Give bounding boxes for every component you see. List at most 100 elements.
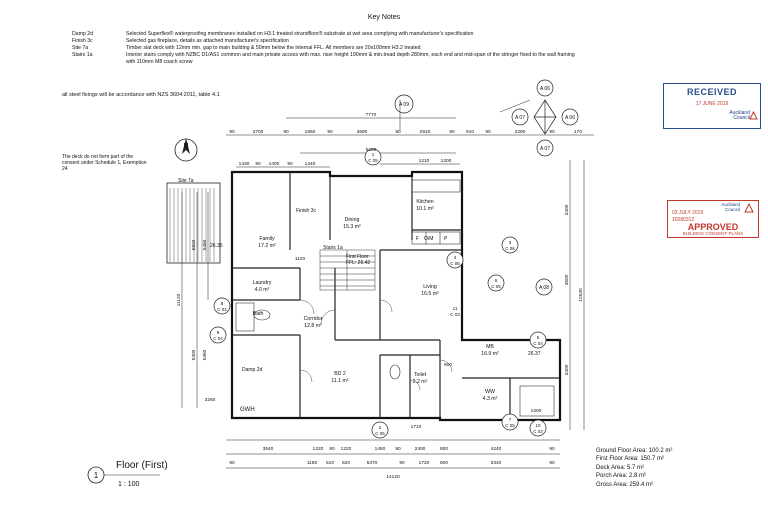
section-8-num: 8 [221, 301, 224, 306]
dim-top-overall-2: 5220 [366, 147, 377, 153]
dim-bot2-7: 600 [440, 460, 448, 466]
room-ww: WW [485, 389, 495, 395]
dim-top-13: 170 [574, 129, 582, 135]
dim-bot1-8: 4240 [491, 446, 502, 452]
tag-stairs: Stairs 1a [323, 245, 343, 251]
dim-top-10: 90 [485, 129, 491, 135]
interior-walls [232, 172, 560, 420]
dim-bot1-5: 90 [395, 446, 401, 452]
dim-top-9: 910 [466, 129, 474, 135]
door-swings [299, 299, 453, 391]
key-note-code: Stairs 1a [72, 52, 93, 58]
room-bath: Bath [253, 311, 264, 317]
dim-top-4: 90 [327, 129, 333, 135]
area-porch: Porch Area: 2.8 m² [596, 473, 647, 480]
deck-slats [166, 182, 221, 264]
dim-bot2-8: 3340 [491, 460, 502, 466]
dim-bot1-1: 1220 [313, 446, 324, 452]
dim-top2-3: 90 [287, 161, 293, 167]
dim-top-5: 3690 [357, 129, 368, 135]
key-note-code: Site 7a [72, 45, 89, 51]
section-6-num: 6 [495, 278, 498, 283]
key-note-text: Selected Superflex® waterproofing membra… [126, 31, 474, 37]
dim-top-12: 90 [549, 129, 555, 135]
exterior-walls [230, 170, 562, 422]
key-note-text: Selected gas fireplace, details as attac… [126, 38, 289, 44]
dim-top2-0: 1430 [239, 161, 250, 167]
section-10-num: 10 [535, 423, 541, 428]
dim-right-2: 3400 [564, 364, 570, 375]
floor-marker-num: 1 [94, 471, 99, 480]
tag-damp: Damp 2d [242, 367, 263, 373]
received-title: RECEIVED [686, 87, 737, 97]
bath-fixtures [235, 302, 555, 417]
approved-council-icon [744, 203, 754, 213]
dim-top-3: 1860 [305, 129, 316, 135]
section-7-num: 7 [509, 417, 512, 422]
dim-bot2-3: 820 [342, 460, 350, 466]
section-4-num: 4 [454, 255, 457, 260]
dim-top3-0: 1210 [419, 158, 430, 164]
area-ground: Ground Floor Area: 100.2 m² [596, 448, 673, 454]
dim-bot1-2: 90 [329, 446, 335, 452]
dim-bot1-9: 90 [549, 446, 555, 452]
marker-a07-bottom: A 07 [540, 146, 550, 152]
key-note-text: Timber slat deck with 12mm min. gap to m… [126, 45, 421, 51]
approved-ref: 10280312 [672, 217, 695, 223]
approved-title: APPROVED [687, 222, 739, 232]
dim-bot1-0: 3540 [263, 446, 274, 452]
dim-bot1-4: 1450 [375, 446, 386, 452]
dim-bot2-2: 510 [326, 460, 334, 466]
section-11-ref: C 03 [450, 312, 460, 317]
section-11-num: 11 [453, 306, 458, 311]
section-1-ref: C 05 [368, 158, 378, 163]
floor-scale: 1 : 100 [118, 481, 140, 488]
council-logo: Auckland Council [729, 110, 750, 121]
tag-first-floor-ffl: FFL: 26.42 [346, 260, 370, 266]
marker-a07-left: A 07 [515, 115, 525, 121]
room-corridor-area: 12.8 m² [304, 323, 322, 329]
section-markers [209, 148, 553, 439]
room-bd2: BD 2 [334, 371, 346, 377]
dim-900: 900 [444, 362, 452, 368]
room-kitchen-area: 10.1 m² [416, 206, 434, 212]
tag-level: 26.35 [210, 243, 223, 249]
key-note-text: Interior stairs comply with NZBC D1/AS1 … [126, 52, 575, 58]
dim-top-8: 90 [449, 129, 455, 135]
kitchen-bench [411, 179, 461, 245]
marker-a09: A 09 [399, 102, 409, 108]
tag-finish: Finish 3c [296, 208, 317, 214]
marker-a06-top: A 06 [540, 86, 550, 92]
dim-top-2: 90 [283, 129, 289, 135]
dim-top-1: 2700 [253, 129, 264, 135]
steel-fixings-note: all steel fixings will be accordance wit… [62, 92, 220, 98]
tag-site: Site 7a [178, 178, 194, 184]
section-6-ref: C 05 [491, 284, 501, 289]
dim-3260: 3260 [205, 397, 216, 403]
section-2-ref: C 05 [375, 431, 385, 436]
dim-1200: 1200 [531, 408, 542, 414]
dim-bot1-7: 900 [440, 446, 448, 452]
dim-bot1-6: 2400 [415, 446, 426, 452]
dim-bot1-3: 1220 [341, 446, 352, 452]
dim-bot2-9: 90 [549, 460, 555, 466]
room-toilet-area: 2.2 m² [413, 379, 428, 385]
council-logo-icon [749, 111, 758, 120]
section-1-num: 1 [372, 152, 375, 157]
room-living-area: 16.5 m² [421, 291, 439, 297]
area-first: First Floor Area: 150.7 m² [596, 456, 665, 463]
area-summary: Ground Floor Area: 100.2 m² First Floor … [596, 447, 672, 489]
stairs [319, 249, 376, 291]
dim-bottom-overall: 14120 [386, 474, 400, 480]
dim-1710: 1710 [411, 424, 422, 430]
dim-bot2-4: 5370 [367, 460, 378, 466]
room-dining-area: 15.3 m² [343, 224, 361, 230]
room-bd2-area: 11.1 m² [331, 378, 348, 384]
room-laundry: Laundry [253, 280, 272, 286]
room-mb: MB [486, 344, 494, 350]
room-corridor: Corridor [304, 316, 323, 322]
dim-top-7: 2910 [420, 129, 431, 135]
section-9-ref: C 04 [213, 336, 223, 341]
key-note-code: Finish 3c [72, 38, 93, 44]
